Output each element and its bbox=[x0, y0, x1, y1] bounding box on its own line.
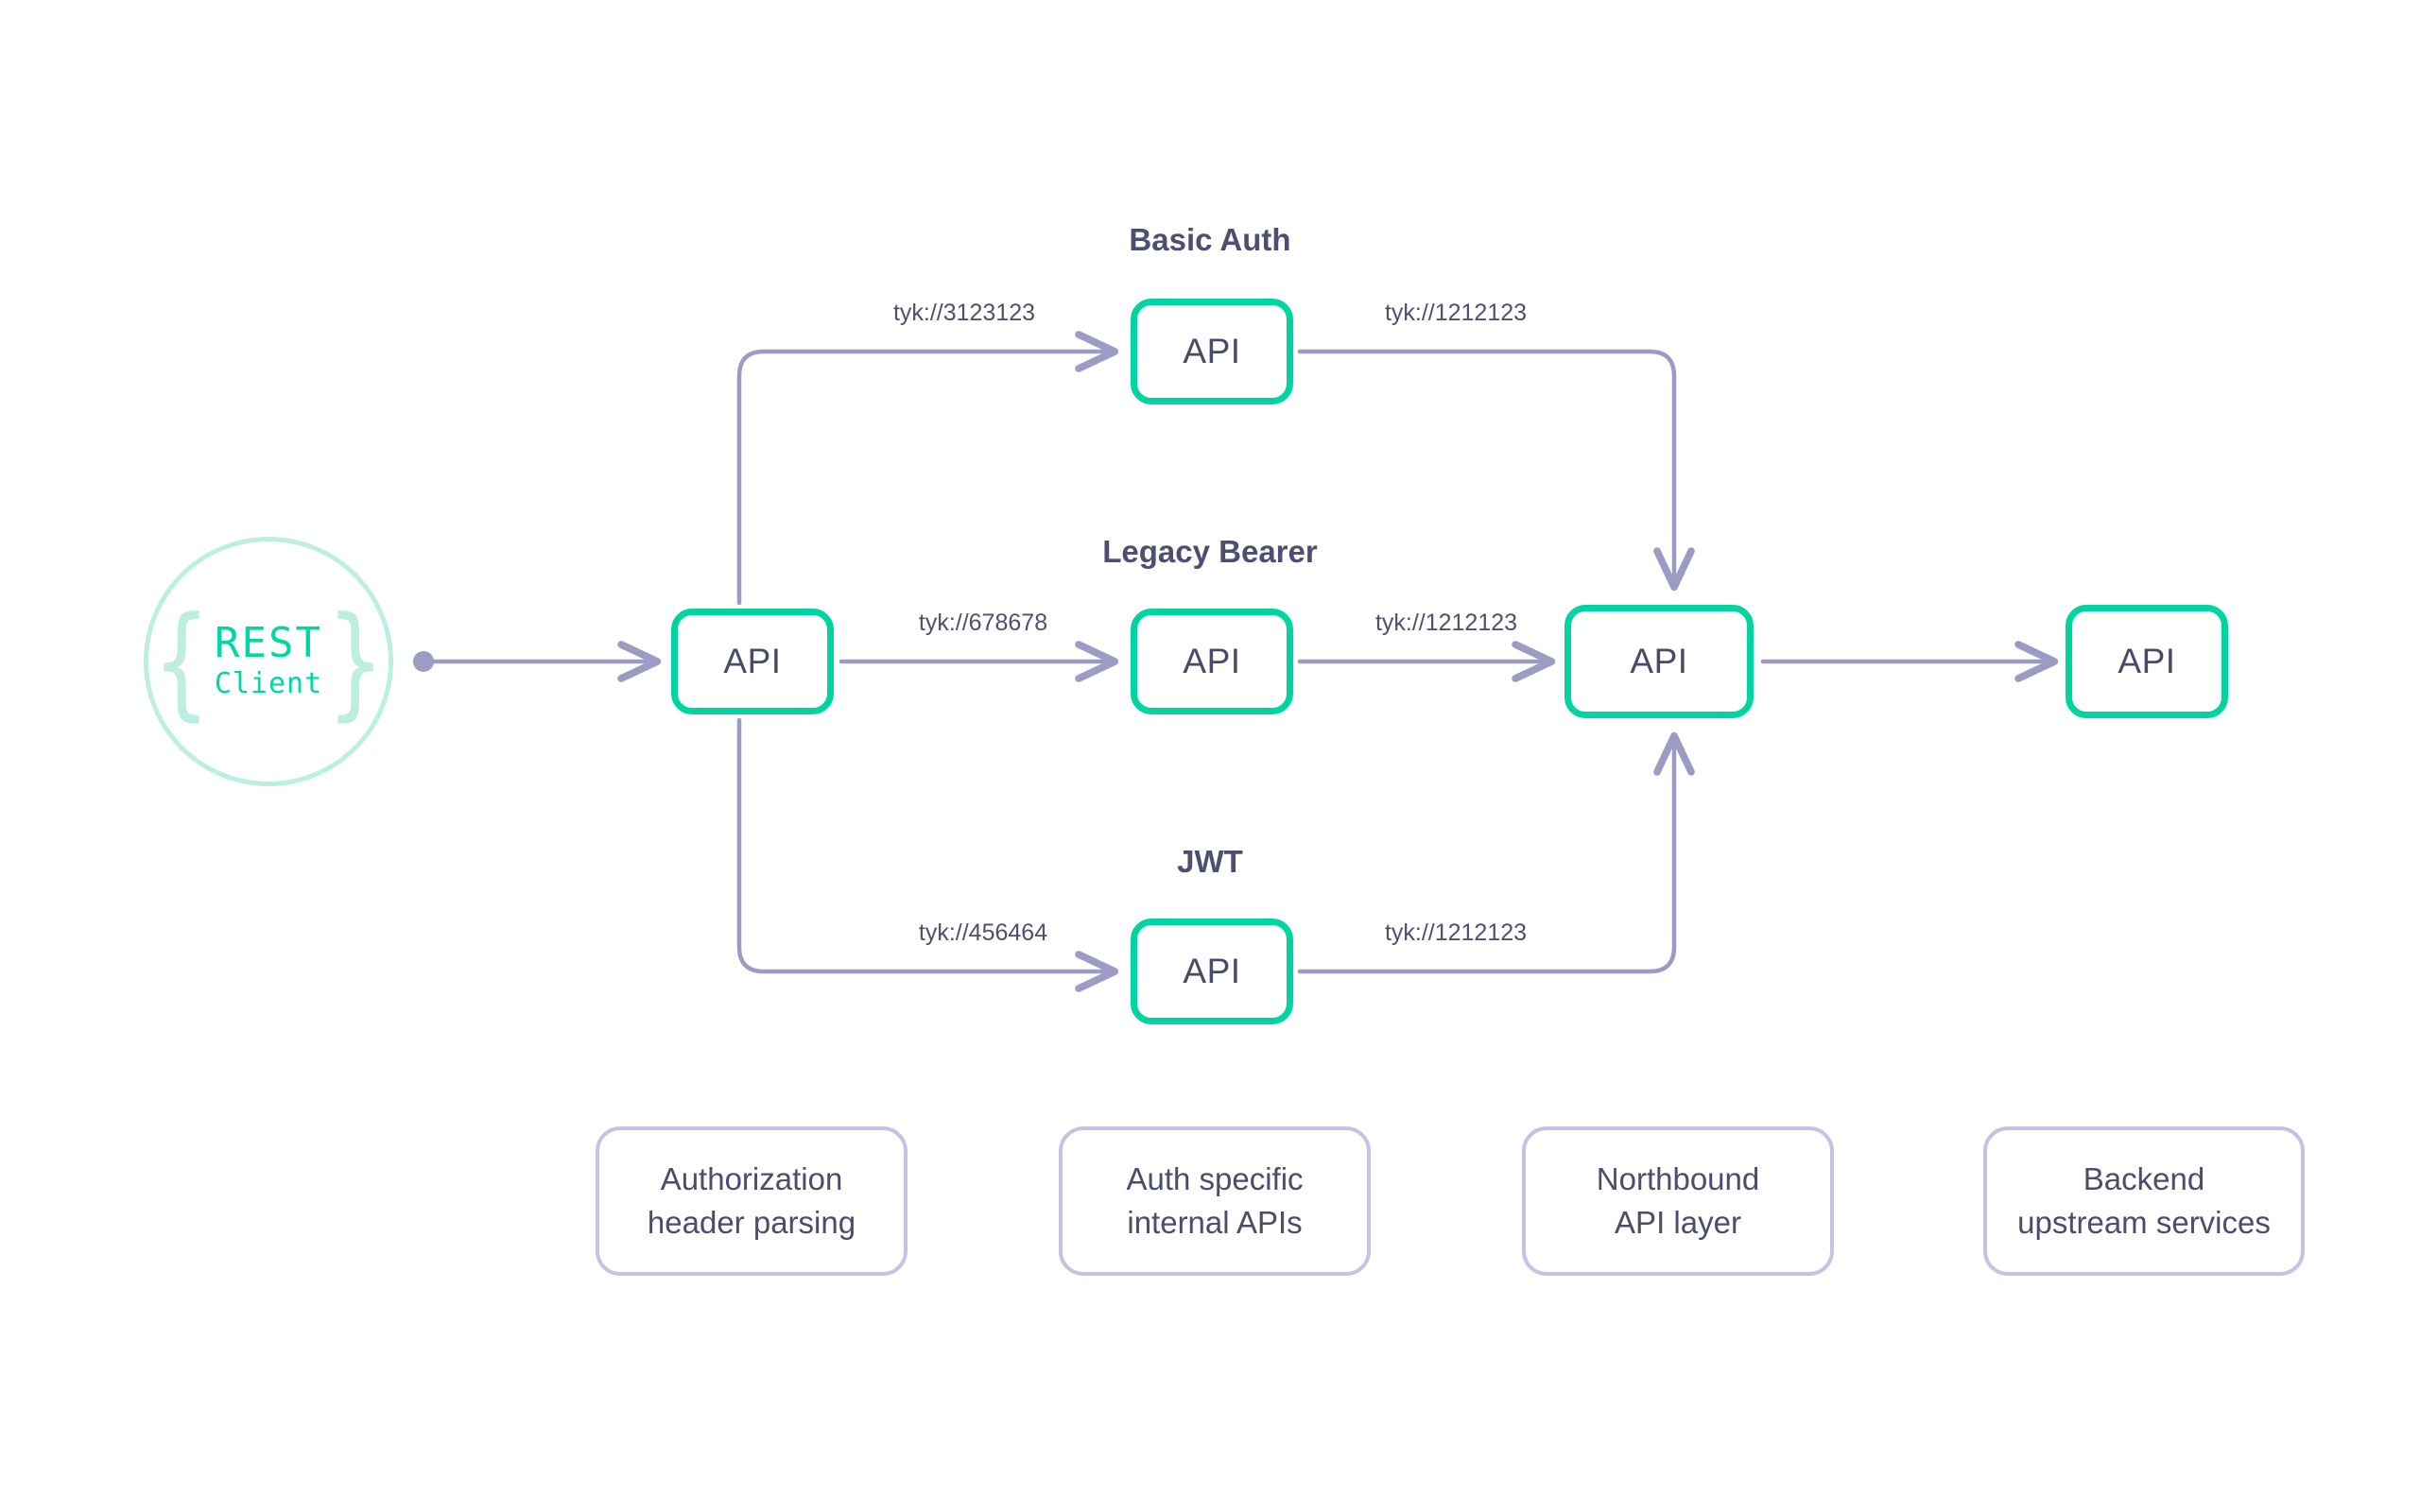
rest-client-inner: { REST Client } bbox=[154, 600, 383, 723]
legend-box-auth-specific-internal-apis[interactable]: Auth specific internal APIs bbox=[1059, 1126, 1371, 1276]
api-node-northbound[interactable]: API bbox=[1564, 605, 1754, 718]
api-node-label: API bbox=[2118, 642, 2176, 680]
api-node-legacy-bearer[interactable]: API bbox=[1131, 609, 1293, 714]
group-title-jwt: JWT bbox=[1177, 844, 1243, 879]
edge-label-legacy-to-northbound: tyk://1212123 bbox=[1374, 610, 1518, 636]
legend-text: Auth specific internal APIs bbox=[1126, 1158, 1303, 1244]
legend-line-1: Auth specific bbox=[1126, 1161, 1304, 1197]
legend-text: Backend upstream services bbox=[2017, 1158, 2271, 1244]
rest-client-labels: REST Client bbox=[215, 621, 322, 701]
legend-line-2: API layer bbox=[1615, 1205, 1741, 1240]
api-node-label: API bbox=[1183, 332, 1241, 370]
rest-client-subtitle: Client bbox=[214, 667, 323, 700]
legend-line-2: header parsing bbox=[647, 1205, 856, 1240]
legend-box-backend-upstream-services[interactable]: Backend upstream services bbox=[1983, 1126, 2305, 1276]
rest-client-node[interactable]: { REST Client } bbox=[144, 537, 393, 786]
legend-line-2: upstream services bbox=[2017, 1205, 2271, 1240]
api-node-label: API bbox=[1183, 952, 1241, 990]
legend-line-2: internal APIs bbox=[1127, 1205, 1303, 1240]
client-edge-origin-dot bbox=[413, 651, 434, 672]
legend-text: Authorization header parsing bbox=[648, 1158, 856, 1244]
legend-box-northbound-api-layer[interactable]: Northbound API layer bbox=[1522, 1126, 1834, 1276]
group-title-legacy-bearer: Legacy Bearer bbox=[1102, 534, 1318, 569]
api-node-backend[interactable]: API bbox=[2066, 605, 2228, 718]
legend-box-authorization-header-parsing[interactable]: Authorization header parsing bbox=[596, 1126, 908, 1276]
legend-text: Northbound API layer bbox=[1597, 1158, 1759, 1244]
api-node-label: API bbox=[1183, 642, 1241, 680]
legend-line-1: Authorization bbox=[660, 1161, 843, 1197]
api-node-gateway-entry[interactable]: API bbox=[671, 609, 834, 714]
brace-close-icon: } bbox=[328, 590, 383, 733]
api-node-label: API bbox=[723, 642, 782, 680]
api-node-jwt[interactable]: API bbox=[1131, 919, 1293, 1024]
legend-line-1: Northbound bbox=[1596, 1161, 1760, 1197]
api-node-basic-auth[interactable]: API bbox=[1131, 299, 1293, 404]
edge-label-entry-to-jwt: tyk://456464 bbox=[918, 919, 1048, 946]
rest-client-title: REST bbox=[215, 619, 322, 668]
group-title-basic-auth: Basic Auth bbox=[1129, 222, 1291, 257]
legend-line-1: Backend bbox=[2083, 1161, 2205, 1197]
edge-label-entry-to-legacy: tyk://678678 bbox=[918, 610, 1048, 636]
edge-label-jwt-to-northbound: tyk://1212123 bbox=[1384, 919, 1528, 946]
brace-open-icon: { bbox=[154, 590, 209, 733]
api-node-label: API bbox=[1630, 642, 1688, 680]
edge-label-basic-to-northbound: tyk://1212123 bbox=[1384, 300, 1528, 326]
edge-label-entry-to-basic: tyk://3123123 bbox=[892, 300, 1036, 326]
